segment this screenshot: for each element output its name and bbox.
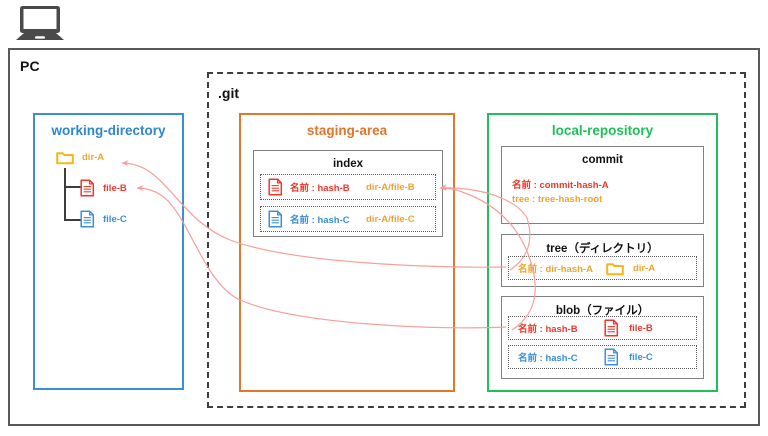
blob-row-b-name: 名前 : hash-B	[518, 324, 578, 335]
blob-row-hash-c[interactable]: 名前 : hash-C file-C	[508, 345, 697, 369]
working-directory-title: working-directory	[51, 123, 166, 138]
tree-title: tree（ディレクトリ）	[546, 243, 659, 255]
index-row-b-name: 名前 : hash-B	[290, 183, 350, 194]
blob-row-hash-b[interactable]: 名前 : hash-B file-B	[508, 316, 697, 340]
blob-row-c-label: file-C	[629, 351, 653, 363]
folder-icon	[56, 152, 74, 165]
commit-title: commit	[582, 154, 623, 166]
local-repository-title: local-repository	[551, 123, 654, 138]
index-row-hash-b[interactable]: 名前 : hash-B dir-A/file-B	[260, 174, 436, 200]
file-icon	[604, 319, 619, 337]
index-row-c-path: dir-A/file-C	[366, 213, 415, 225]
blob-row-b-label: file-B	[629, 322, 653, 334]
wd-label-dir-a: dir-A	[82, 152, 105, 163]
tree-row-dir-hash-a[interactable]: 名前 : dir-hash-A dir-A	[508, 256, 697, 280]
index-row-b-path: dir-A/file-B	[366, 181, 415, 193]
file-icon	[268, 178, 283, 196]
wd-item-file-b[interactable]: file-B	[80, 179, 127, 197]
tree-connector-horizontal-c	[64, 219, 81, 221]
wd-label-file-c: file-C	[103, 213, 127, 225]
tree-connector-vertical	[64, 168, 66, 221]
file-icon	[268, 210, 283, 228]
blob-title: blob（ファイル）	[555, 305, 650, 317]
staging-area-title: staging-area	[306, 123, 388, 138]
git-label: .git	[218, 85, 239, 101]
tree-connector-horizontal-b	[64, 186, 81, 188]
index-row-hash-c[interactable]: 名前 : hash-C dir-A/file-C	[260, 206, 436, 232]
wd-item-dir-a[interactable]: dir-A	[56, 150, 104, 165]
file-icon	[80, 210, 95, 228]
commit-name-line: 名前 : commit-hash-A	[512, 180, 609, 191]
index-title: index	[332, 158, 364, 170]
laptop-icon	[16, 6, 64, 40]
file-icon	[604, 348, 619, 366]
tree-row-label: dir-A	[633, 262, 656, 274]
blob-row-c-name: 名前 : hash-C	[518, 353, 578, 364]
folder-icon	[606, 262, 624, 275]
wd-item-file-c[interactable]: file-C	[80, 210, 127, 228]
commit-box: commit	[501, 146, 704, 224]
file-icon	[80, 179, 95, 197]
commit-tree-line: tree : tree-hash-root	[512, 194, 603, 205]
index-row-c-name: 名前 : hash-C	[290, 215, 350, 226]
pc-label: PC	[20, 58, 40, 74]
working-directory-tree: dir-A file-B file-C	[50, 150, 170, 240]
wd-label-file-b: file-B	[103, 182, 127, 194]
tree-row-name: 名前 : dir-hash-A	[518, 264, 593, 275]
